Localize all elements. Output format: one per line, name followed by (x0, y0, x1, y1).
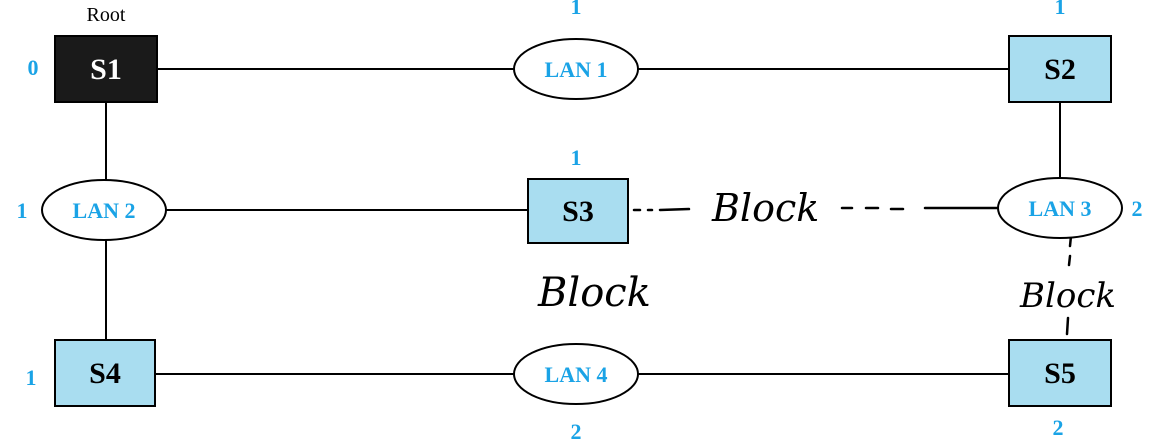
lan-4-label: LAN 4 (545, 362, 608, 387)
switch-s5-cost: 2 (1053, 415, 1064, 440)
switch-s4-cost: 1 (26, 365, 37, 390)
block-annotation-s5: Block (1019, 276, 1116, 316)
switch-s1 (54, 35, 158, 103)
lan-3-cost: 2 (1132, 196, 1143, 221)
links (105, 68, 1061, 375)
lan-1 (513, 38, 639, 100)
lan-2-label: LAN 2 (73, 198, 136, 223)
lan-3-label: LAN 3 (1029, 196, 1092, 221)
lan-3 (997, 177, 1123, 239)
switch-s2-label: S2 (1044, 53, 1076, 86)
switch-s2 (1008, 35, 1112, 103)
blocked-dash (658, 207, 691, 212)
switch-s3 (527, 178, 629, 244)
switch-s1-cost: 0 (28, 55, 39, 80)
switch-s3-cost: 1 (571, 145, 582, 170)
blocked-links (632, 206, 1073, 336)
switch-s5 (1008, 339, 1112, 407)
blocked-dash (1067, 254, 1072, 267)
switch-s3-label: S3 (562, 195, 594, 228)
lan-4-cost: 2 (571, 419, 582, 442)
block-annotation-s3: Block (537, 270, 651, 316)
lan-2-cost: 1 (17, 198, 28, 223)
switch-s4 (54, 339, 156, 407)
lan-2 (41, 179, 167, 241)
lan-1-label: LAN 1 (545, 57, 608, 82)
block-annotation-s3-lan3: Block (711, 186, 819, 230)
lan-4 (513, 343, 639, 405)
lan-1-cost: 1 (571, 0, 582, 19)
switch-s2-cost: 1 (1055, 0, 1066, 19)
switch-s5-label: S5 (1044, 357, 1076, 390)
switch-s1-label: S1 (90, 53, 122, 86)
blocked-dash (1065, 316, 1070, 336)
root-label: Root (87, 4, 126, 26)
switch-s4-label: S4 (89, 357, 121, 390)
